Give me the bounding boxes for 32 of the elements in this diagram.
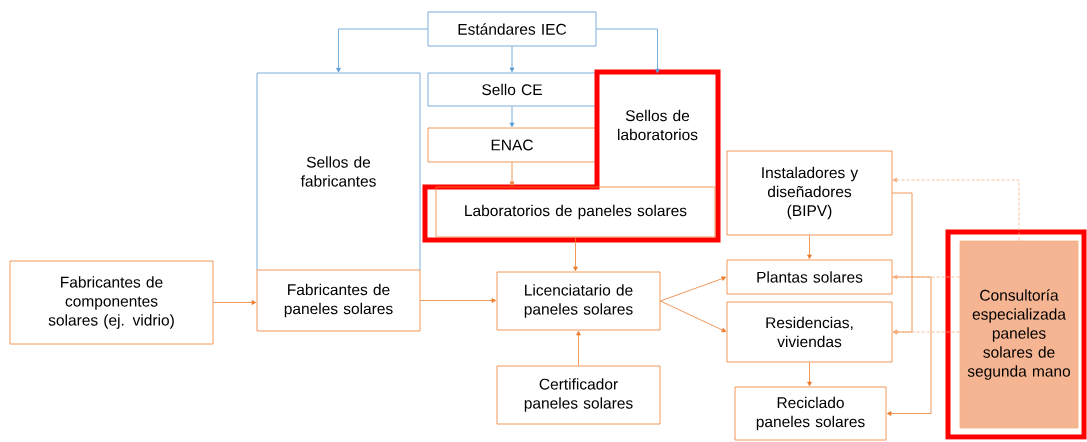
group-box: Sellos de fabricantes	[256, 72, 421, 271]
arrow	[660, 300, 727, 333]
process-box: Certificador paneles solares	[496, 365, 661, 425]
process-box: Instaladores y diseñadores (BIPV)	[726, 150, 893, 236]
arrow	[336, 28, 428, 73]
arrow	[509, 162, 515, 187]
arrow	[807, 235, 812, 260]
process-box: Plantas solares	[726, 259, 893, 295]
arrow	[892, 329, 960, 335]
arrow	[213, 300, 257, 305]
arrow	[886, 276, 932, 416]
process-box: Sello CE	[427, 72, 597, 107]
arrow	[596, 28, 660, 74]
process-box: ENAC	[427, 127, 597, 163]
process-box: Licenciatario de paneles solares	[496, 271, 661, 331]
arrow	[892, 274, 960, 280]
process-box: Residencias, viviendas	[726, 301, 893, 363]
arrow	[573, 237, 578, 272]
arrow	[892, 177, 1020, 241]
arrow	[509, 46, 515, 73]
arrow	[509, 106, 515, 128]
arrow	[660, 276, 727, 302]
arrow	[807, 362, 812, 387]
arrow	[576, 330, 581, 366]
process-box: Laboratorios de paneles solares	[435, 186, 716, 238]
highlighted-box: Consultoría especializada paneles solares de segunda mano	[959, 240, 1079, 429]
process-box: Reciclado paneles solares	[734, 386, 887, 441]
process-box: Fabricantes de paneles solares	[256, 269, 421, 332]
process-box: Estándares IEC	[427, 11, 597, 47]
process-box: Fabricantes de componentes solares (ej. vidrio)	[9, 260, 214, 345]
arrow	[892, 192, 913, 335]
arrow	[420, 298, 497, 303]
